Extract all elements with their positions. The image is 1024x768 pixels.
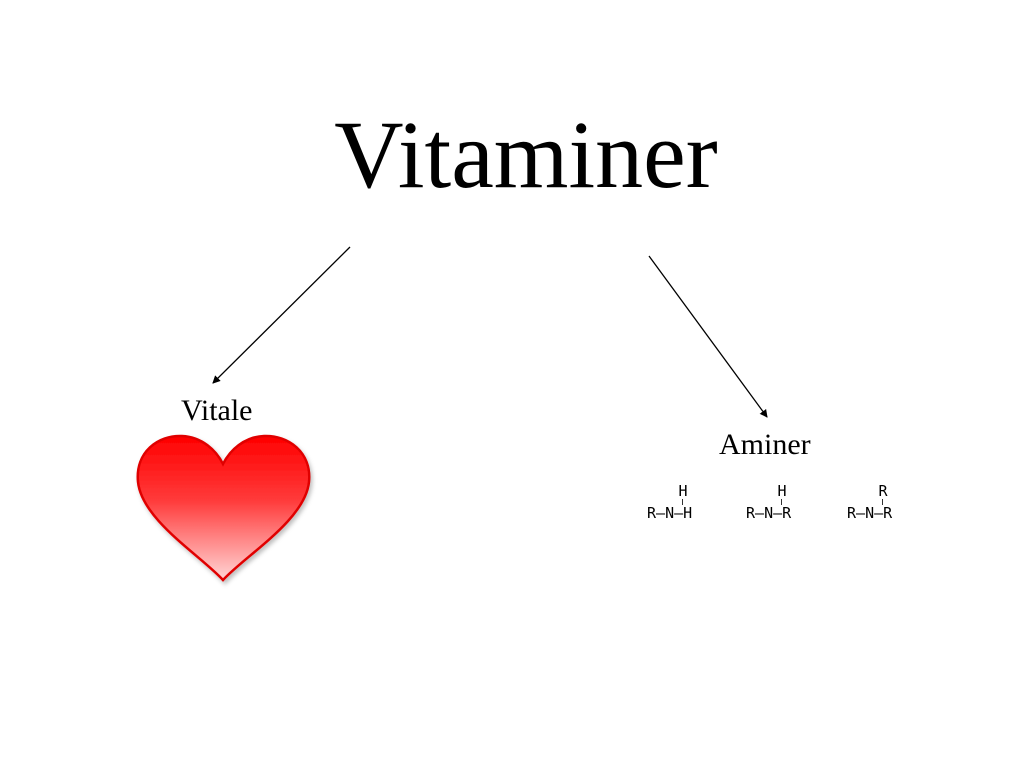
amine-vertical-bond xyxy=(781,499,782,505)
amine-right-atom: R xyxy=(782,504,792,522)
amine-tertiary: R R–N–R xyxy=(847,478,927,528)
amine-center-atom: N xyxy=(764,504,774,522)
amine-row: R–N–H xyxy=(647,504,693,522)
amine-primary: H R–N–H xyxy=(647,478,727,528)
vitale-label: Vitale xyxy=(181,394,253,427)
amine-top-atom: R xyxy=(878,482,888,500)
slide-title: Vitaminer xyxy=(334,101,718,208)
amine-vertical-bond xyxy=(682,499,683,505)
amine-top-atom: H xyxy=(777,482,787,500)
amine-vertical-bond xyxy=(882,499,883,505)
amine-left-atom: R xyxy=(746,504,756,522)
amine-right-atom: R xyxy=(883,504,893,522)
amine-left-atom: R xyxy=(847,504,857,522)
arrow-to-aminer xyxy=(648,255,768,418)
aminer-label: Aminer xyxy=(719,428,811,461)
arrow-to-vitale xyxy=(212,246,351,384)
heart-icon xyxy=(136,434,311,582)
amine-left-atom: R xyxy=(647,504,657,522)
amine-row: R–N–R xyxy=(847,504,893,522)
amine-center-atom: N xyxy=(665,504,675,522)
amine-center-atom: N xyxy=(865,504,875,522)
amine-top-atom: H xyxy=(678,482,688,500)
amine-right-atom: H xyxy=(683,504,693,522)
amine-secondary: H R–N–R xyxy=(746,478,826,528)
amine-row: R–N–R xyxy=(746,504,792,522)
